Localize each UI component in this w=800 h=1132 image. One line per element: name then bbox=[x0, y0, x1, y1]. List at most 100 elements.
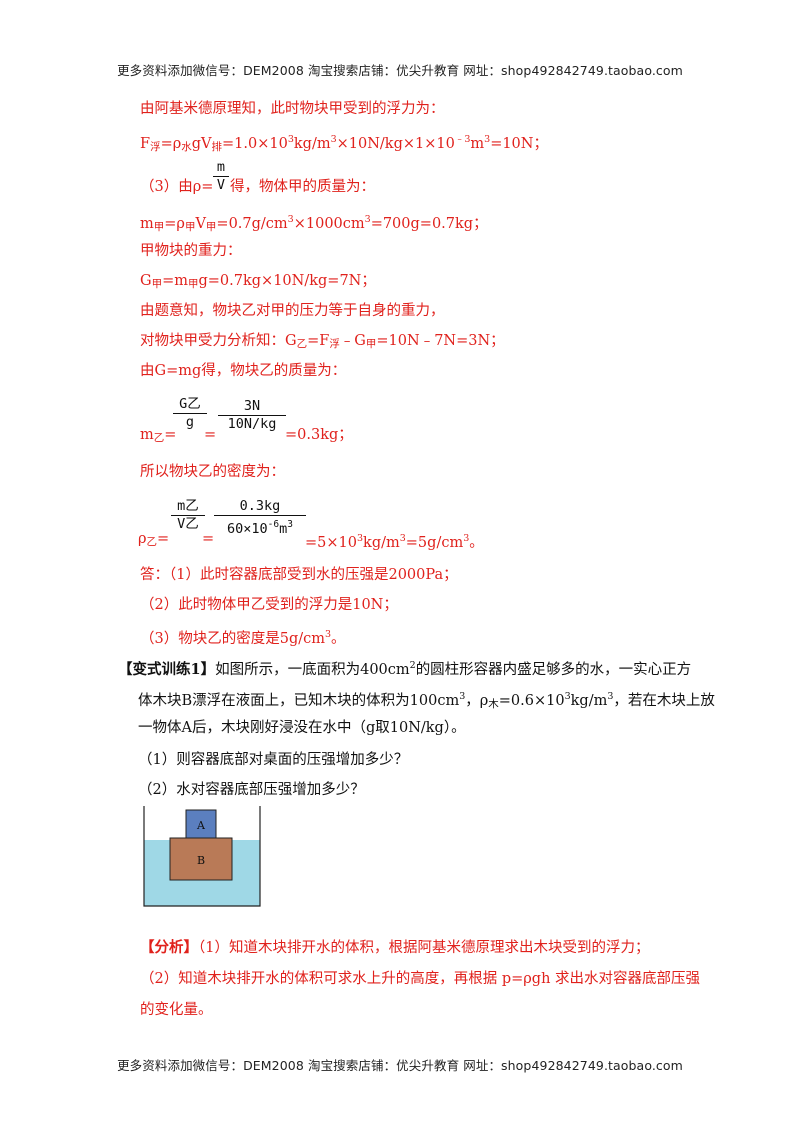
analysis-tag: 【分析】 bbox=[140, 939, 198, 956]
solution-line-10-lhs: m乙= bbox=[140, 425, 176, 448]
text: 的圆柱形容器内盛足够多的水，一实心正方 bbox=[415, 662, 692, 678]
subscript: 浮 bbox=[150, 141, 161, 153]
block-b bbox=[169, 837, 233, 881]
subscript: 甲 bbox=[205, 221, 217, 233]
text: 。 bbox=[331, 631, 346, 647]
fraction-3n-over-10nkg: 3N 10N/kg bbox=[218, 398, 286, 433]
text: m bbox=[279, 521, 288, 537]
analysis-line-1: 【分析】（1）知道木块排开水的体积，根据阿基米德原理求出木块受到的浮力； bbox=[140, 938, 649, 958]
text: ，若在木块上放 bbox=[613, 693, 715, 709]
fraction-bar bbox=[213, 176, 229, 177]
container-diagram: A B bbox=[143, 806, 261, 907]
text: 体木块B漂浮在液面上，已知木块的体积为100cm bbox=[138, 693, 460, 709]
text: =m bbox=[162, 273, 188, 289]
numerator: G乙 bbox=[179, 396, 201, 412]
text: m bbox=[140, 427, 154, 443]
equals-sign: = bbox=[202, 531, 215, 547]
text: m bbox=[140, 216, 154, 232]
result-mass: =0.3kg； bbox=[285, 427, 353, 443]
text: ×1000cm bbox=[293, 216, 365, 232]
text: kg/m bbox=[570, 693, 608, 709]
subscript: 甲 bbox=[365, 338, 377, 350]
page-header: 更多资料添加微信号：DEM2008 淘宝搜索店铺：优尖升教育 网址：shop49… bbox=[117, 63, 683, 78]
fraction-m-over-v: m V bbox=[213, 159, 229, 194]
superscript: 3 bbox=[287, 214, 294, 225]
text: （1）知道木块排开水的体积，根据阿基米德原理求出木块受到的浮力； bbox=[198, 940, 650, 956]
text: =ρ bbox=[160, 136, 182, 152]
superscript: 3 bbox=[330, 134, 337, 145]
superscript: ﹣3 bbox=[454, 134, 471, 145]
text: =0.6×10 bbox=[498, 693, 565, 709]
superscript: 3 bbox=[459, 691, 466, 702]
exercise-tag: 【变式训练1】 bbox=[118, 661, 216, 678]
superscript: 2 bbox=[409, 660, 416, 671]
numerator: 0.3kg bbox=[239, 498, 281, 514]
superscript: 3 bbox=[463, 533, 470, 544]
solution-line-4: m甲=ρ甲V甲=0.7g/cm3×1000cm3=700g=0.7kg； bbox=[140, 210, 488, 237]
denominator: V bbox=[216, 177, 226, 193]
exercise-question-2: （2）水对容器底部压强增加多少？ bbox=[138, 782, 365, 798]
text: 对物块甲受力分析知：G bbox=[140, 333, 297, 349]
solution-line-3: （3）由ρ= bbox=[140, 177, 213, 197]
solution-line-8: 对物块甲受力分析知：G乙=F浮﹣G甲=10N﹣7N=3N； bbox=[140, 331, 505, 354]
text: =0.7g/cm bbox=[216, 216, 288, 232]
numerator: m bbox=[216, 159, 226, 175]
text: kg/m bbox=[363, 535, 400, 551]
answer-line-2: （2）此时物体甲乙受到的浮力是10N； bbox=[140, 597, 398, 613]
text: ×10N/kg×1×10 bbox=[336, 136, 455, 152]
text: F bbox=[140, 136, 151, 152]
text: g=0.7kg×10N/kg=7N； bbox=[198, 273, 376, 289]
exercise-question-1: （1）则容器底部对桌面的压强增加多少？ bbox=[138, 752, 409, 768]
text: ﹣G bbox=[339, 333, 366, 349]
fraction-bar bbox=[214, 515, 306, 516]
analysis-line-2: （2）知道木块排开水的体积可求水上升的高度，再根据 p=ρgh 求出水对容器底部… bbox=[140, 971, 701, 987]
superscript: 3 bbox=[484, 134, 491, 145]
fraction-density: 0.3kg 60×10-6m3 bbox=[214, 498, 306, 538]
text: =10N； bbox=[490, 136, 548, 152]
fraction-bar bbox=[218, 415, 286, 416]
text: 如图所示，一底面积为400cm bbox=[215, 662, 410, 678]
text: V bbox=[195, 216, 206, 232]
analysis-line-3: 的变化量。 bbox=[140, 1002, 213, 1018]
text: 。 bbox=[469, 535, 484, 551]
text: 60×10 bbox=[227, 521, 268, 537]
solution-line-9: 由G=mg得，物块乙的质量为： bbox=[140, 363, 347, 379]
subscript: 乙 bbox=[153, 432, 165, 444]
answer-line-1: 答：（1）此时容器底部受到水的压强是2000Pa； bbox=[140, 567, 458, 583]
result-density: =5×103kg/m3=5g/cm3。 bbox=[305, 529, 484, 553]
text: =10N﹣7N=3N； bbox=[376, 333, 505, 349]
superscript: 3 bbox=[325, 629, 332, 640]
text: ρ bbox=[138, 531, 147, 547]
text: （3）物块乙的密度是5g/cm bbox=[140, 631, 325, 647]
exercise-line-1: 【变式训练1】如图所示，一底面积为400cm2的圆柱形容器内盛足够多的水，一实心… bbox=[118, 656, 691, 680]
solution-line-11: 所以物块乙的密度为： bbox=[140, 464, 285, 480]
block-a bbox=[185, 809, 217, 839]
denominator: 60×10-6m3 bbox=[214, 516, 306, 538]
subscript: 甲 bbox=[184, 221, 196, 233]
solution-line-2: F浮=ρ水gV排=1.0×103kg/m3×10N/kg×1×10﹣3m3=10… bbox=[140, 130, 548, 157]
exercise-line-2: 体木块B漂浮在液面上，已知木块的体积为100cm3，ρ木=0.6×103kg/m… bbox=[138, 687, 715, 714]
label-b: B bbox=[197, 854, 205, 867]
solution-line-6: G甲=m甲g=0.7kg×10N/kg=7N； bbox=[140, 271, 376, 294]
subscript: 乙 bbox=[296, 338, 308, 350]
text: G bbox=[140, 273, 152, 289]
solution-line-1: 由阿基米德原理知，此时物块甲受到的浮力为： bbox=[140, 101, 445, 117]
subscript: 水 bbox=[181, 141, 192, 153]
superscript: 3 bbox=[287, 134, 294, 145]
solution-line-3-suffix: 得，物体甲的质量为： bbox=[230, 179, 375, 195]
superscript: 3 bbox=[287, 519, 293, 530]
fraction-bar bbox=[171, 515, 205, 516]
answer-line-3: （3）物块乙的密度是5g/cm3。 bbox=[140, 625, 346, 649]
superscript: 3 bbox=[399, 533, 406, 544]
container-wall bbox=[143, 806, 261, 907]
equals-sign: = bbox=[157, 531, 170, 547]
subscript: 甲 bbox=[188, 278, 199, 290]
superscript: 3 bbox=[364, 214, 371, 225]
equals-sign: = bbox=[204, 427, 217, 443]
subscript: 甲 bbox=[151, 278, 163, 290]
superscript: 3 bbox=[607, 691, 614, 702]
solution-line-12-lhs: ρ乙= bbox=[138, 529, 169, 552]
solution-line-7: 由题意知，物块乙对甲的压力等于自身的重力， bbox=[140, 303, 445, 319]
text: =5g/cm bbox=[405, 535, 464, 551]
label-a: A bbox=[196, 819, 206, 832]
